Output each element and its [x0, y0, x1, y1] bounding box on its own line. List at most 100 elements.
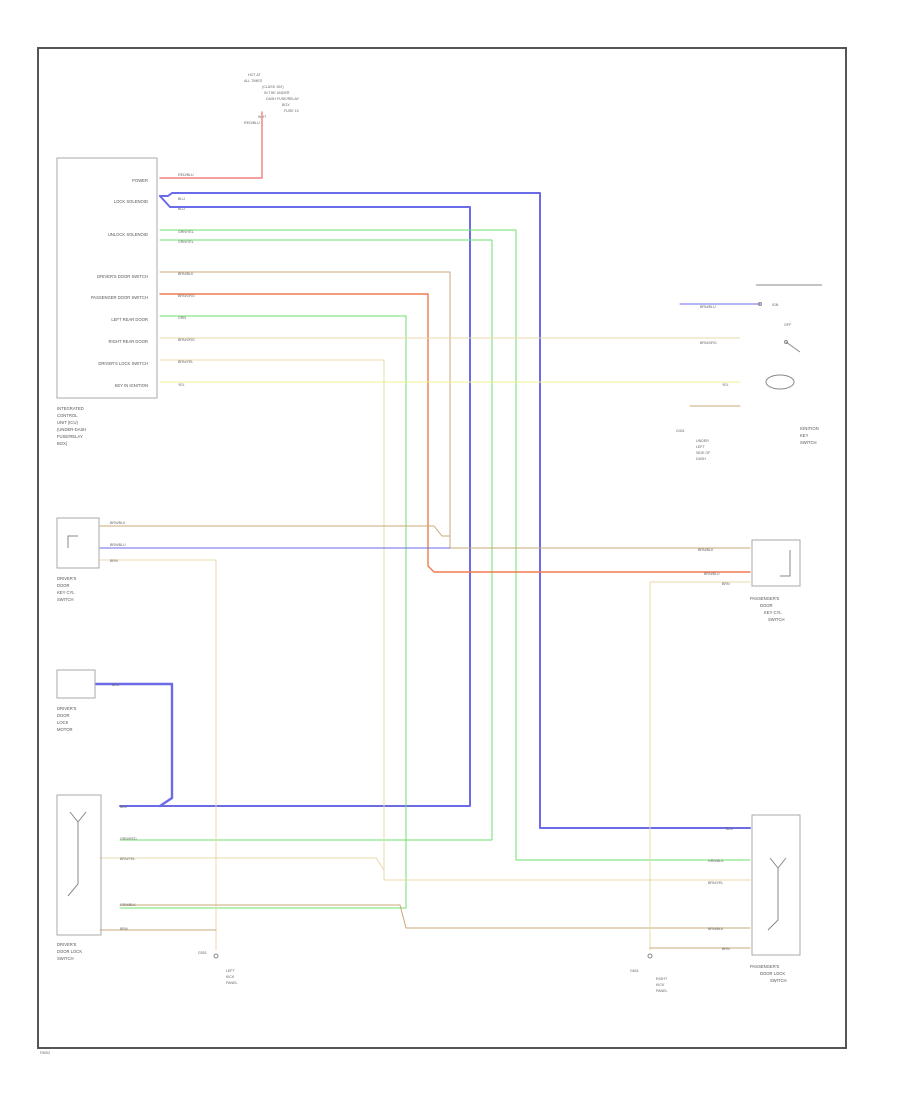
- pin-label: LOCK SOLENOID: [114, 199, 148, 204]
- caption-line: PANEL: [656, 989, 668, 993]
- passenger-key-cyl-switch: BRN/BLK BRN/BLU BRN PASSENGER'S DOOR KEY…: [698, 539, 801, 622]
- caption-line: DRIVER'S: [57, 576, 77, 581]
- wire-grn-2: [119, 239, 493, 841]
- wire-code: BRN/BLU: [700, 305, 716, 309]
- top-note-line: (CLASS 'AN'): [262, 85, 284, 89]
- top-note-line: IN THE UNDER: [264, 91, 290, 95]
- wire-code: BLU: [726, 827, 733, 831]
- driver-key-cyl-switch: BRN/BLK BRN/BLU BRN DRIVER'S DOOR KEY CY…: [56, 517, 126, 602]
- door-lock-actuator: BLU DRIVER'S DOOR LOCK MOTOR: [56, 669, 119, 732]
- switch-terminal: [784, 340, 788, 344]
- wire-code: BRN/YEL: [178, 360, 193, 364]
- caption-line: INTEGRATED: [57, 406, 84, 411]
- ground-icon: [213, 953, 219, 959]
- wire-code: BLU: [120, 805, 127, 809]
- switch-symbol: [767, 857, 787, 931]
- diagram-frame: [37, 47, 847, 1049]
- driver-door-lock-switch: BLU GRN/RED BRN/YEL GRN/BLK BRN DRIVER'S…: [56, 794, 238, 985]
- caption-line: KICK: [656, 983, 665, 987]
- wire-code: BLU: [178, 197, 185, 201]
- caption-line: DRIVER'S: [57, 942, 77, 947]
- caption-line: KICK: [226, 975, 235, 979]
- wire-brn-yel: [159, 359, 751, 881]
- driver-switch-box: [56, 794, 102, 936]
- wire-code: YEL: [178, 383, 185, 387]
- pin-label: RIGHT REAR DOOR: [109, 339, 148, 344]
- caption-line: RIGHT: [656, 977, 668, 981]
- wire-code: GRN/RED: [120, 837, 137, 841]
- top-note-line: BOX: [282, 103, 290, 107]
- pin-label: PASSENGER DOOR SWITCH: [91, 295, 148, 300]
- wire-code: GRN/YEL: [178, 240, 194, 244]
- wire-code: BRN: [722, 582, 730, 586]
- wire-code: BRN/BLU: [704, 572, 720, 576]
- wire-actuator-blue: [94, 682, 174, 808]
- caption-line: CONTROL: [57, 413, 78, 418]
- wire-power-red: [159, 111, 263, 179]
- caption-line: DASH: [696, 457, 706, 461]
- wire-code: BRN/BLK: [698, 548, 714, 552]
- caption-line: FUSE/RELAY: [57, 434, 83, 439]
- caption-line: LEFT: [696, 445, 706, 449]
- caption-line: SWITCH: [57, 597, 74, 602]
- caption-line: SWITCH: [768, 617, 785, 622]
- caption-line: UNDER: [696, 439, 709, 443]
- wire-drv-cyl-1: [99, 525, 451, 537]
- wire-code: YEL: [722, 383, 729, 387]
- switch-symbol: [780, 550, 791, 577]
- wire-code: BRN: [110, 559, 118, 563]
- pin-label: DRIVER'S DOOR SWITCH: [97, 274, 148, 279]
- top-note-line: FUSE 15: [284, 109, 299, 113]
- caption-line: UNIT (ICU): [57, 420, 78, 425]
- wire-code: BRN/BLK: [178, 272, 194, 276]
- driver-cyl-box: [56, 517, 100, 569]
- actuator-box: [56, 669, 96, 699]
- caption-line: DRIVER'S: [57, 706, 77, 711]
- top-note-wire-code: RED/BLU: [244, 121, 260, 125]
- diagram-code: F5002: [40, 1051, 50, 1055]
- caption-line: LOCK: [57, 720, 69, 725]
- caption-line: KEY CYL: [57, 590, 75, 595]
- caption-line: IGNITION: [800, 426, 819, 431]
- ground-label: G601: [630, 969, 639, 973]
- wire-code: BRN/BLU: [110, 543, 126, 547]
- caption-line: PANEL: [226, 981, 238, 985]
- wire-code: BRN/YEL: [120, 857, 135, 861]
- wire-pass-brn: [649, 581, 751, 951]
- pin-label: KEY IN IGNITION: [115, 383, 148, 388]
- wire-code: BRN/ORG: [178, 294, 195, 298]
- caption-line: BOX): [57, 441, 68, 446]
- caption-line: KEY: [800, 433, 809, 438]
- pin-label: LEFT REAR DOOR: [111, 317, 148, 322]
- caption-line: SWITCH: [57, 956, 74, 961]
- wire-code: BRN: [722, 947, 730, 951]
- switch-symbol: [67, 811, 87, 897]
- switch-legend: OFF: [784, 323, 792, 327]
- pin-label: POWER: [132, 178, 148, 183]
- pin-label: DRIVER'S LOCK SWITCH: [98, 361, 148, 366]
- wire-code: BRN/BLK: [708, 927, 724, 931]
- caption-line: MOTOR: [57, 727, 73, 732]
- wire-code: GRN: [178, 316, 186, 320]
- switch-blade: [785, 341, 801, 353]
- caption-line: DOOR: [760, 603, 773, 608]
- caption-line: KEY CYL: [764, 610, 782, 615]
- caption-line: PASSENGER'S: [750, 964, 780, 969]
- wire-code: BRN: [120, 927, 128, 931]
- wire-code: BRN/ORG: [700, 341, 717, 345]
- wire-grn-3: [119, 315, 407, 909]
- top-note-line: HOT AT: [248, 73, 261, 77]
- caption-line: LEFT: [226, 969, 236, 973]
- wire-code: GRN/YEL: [178, 230, 194, 234]
- top-note-line: ALL TIMES: [244, 79, 263, 83]
- caption-line: SIDE OF: [696, 451, 711, 455]
- wire-unlock-blue: [119, 195, 471, 807]
- switch-legend: IGN: [772, 303, 779, 307]
- main-module-wire-codes: RED/BLU BLU BLU GRN/YEL GRN/YEL BRN/BLK …: [178, 173, 195, 387]
- wire-brn-blk-lower: [119, 904, 751, 929]
- ignition-key-switch: IGN OFF BRN/BLU BRN/ORG YEL IGNITION KEY…: [676, 284, 822, 461]
- ground-label: G401: [676, 429, 685, 433]
- key-cylinder-icon: [765, 374, 795, 390]
- caption-line: DOOR LOCK: [760, 971, 785, 976]
